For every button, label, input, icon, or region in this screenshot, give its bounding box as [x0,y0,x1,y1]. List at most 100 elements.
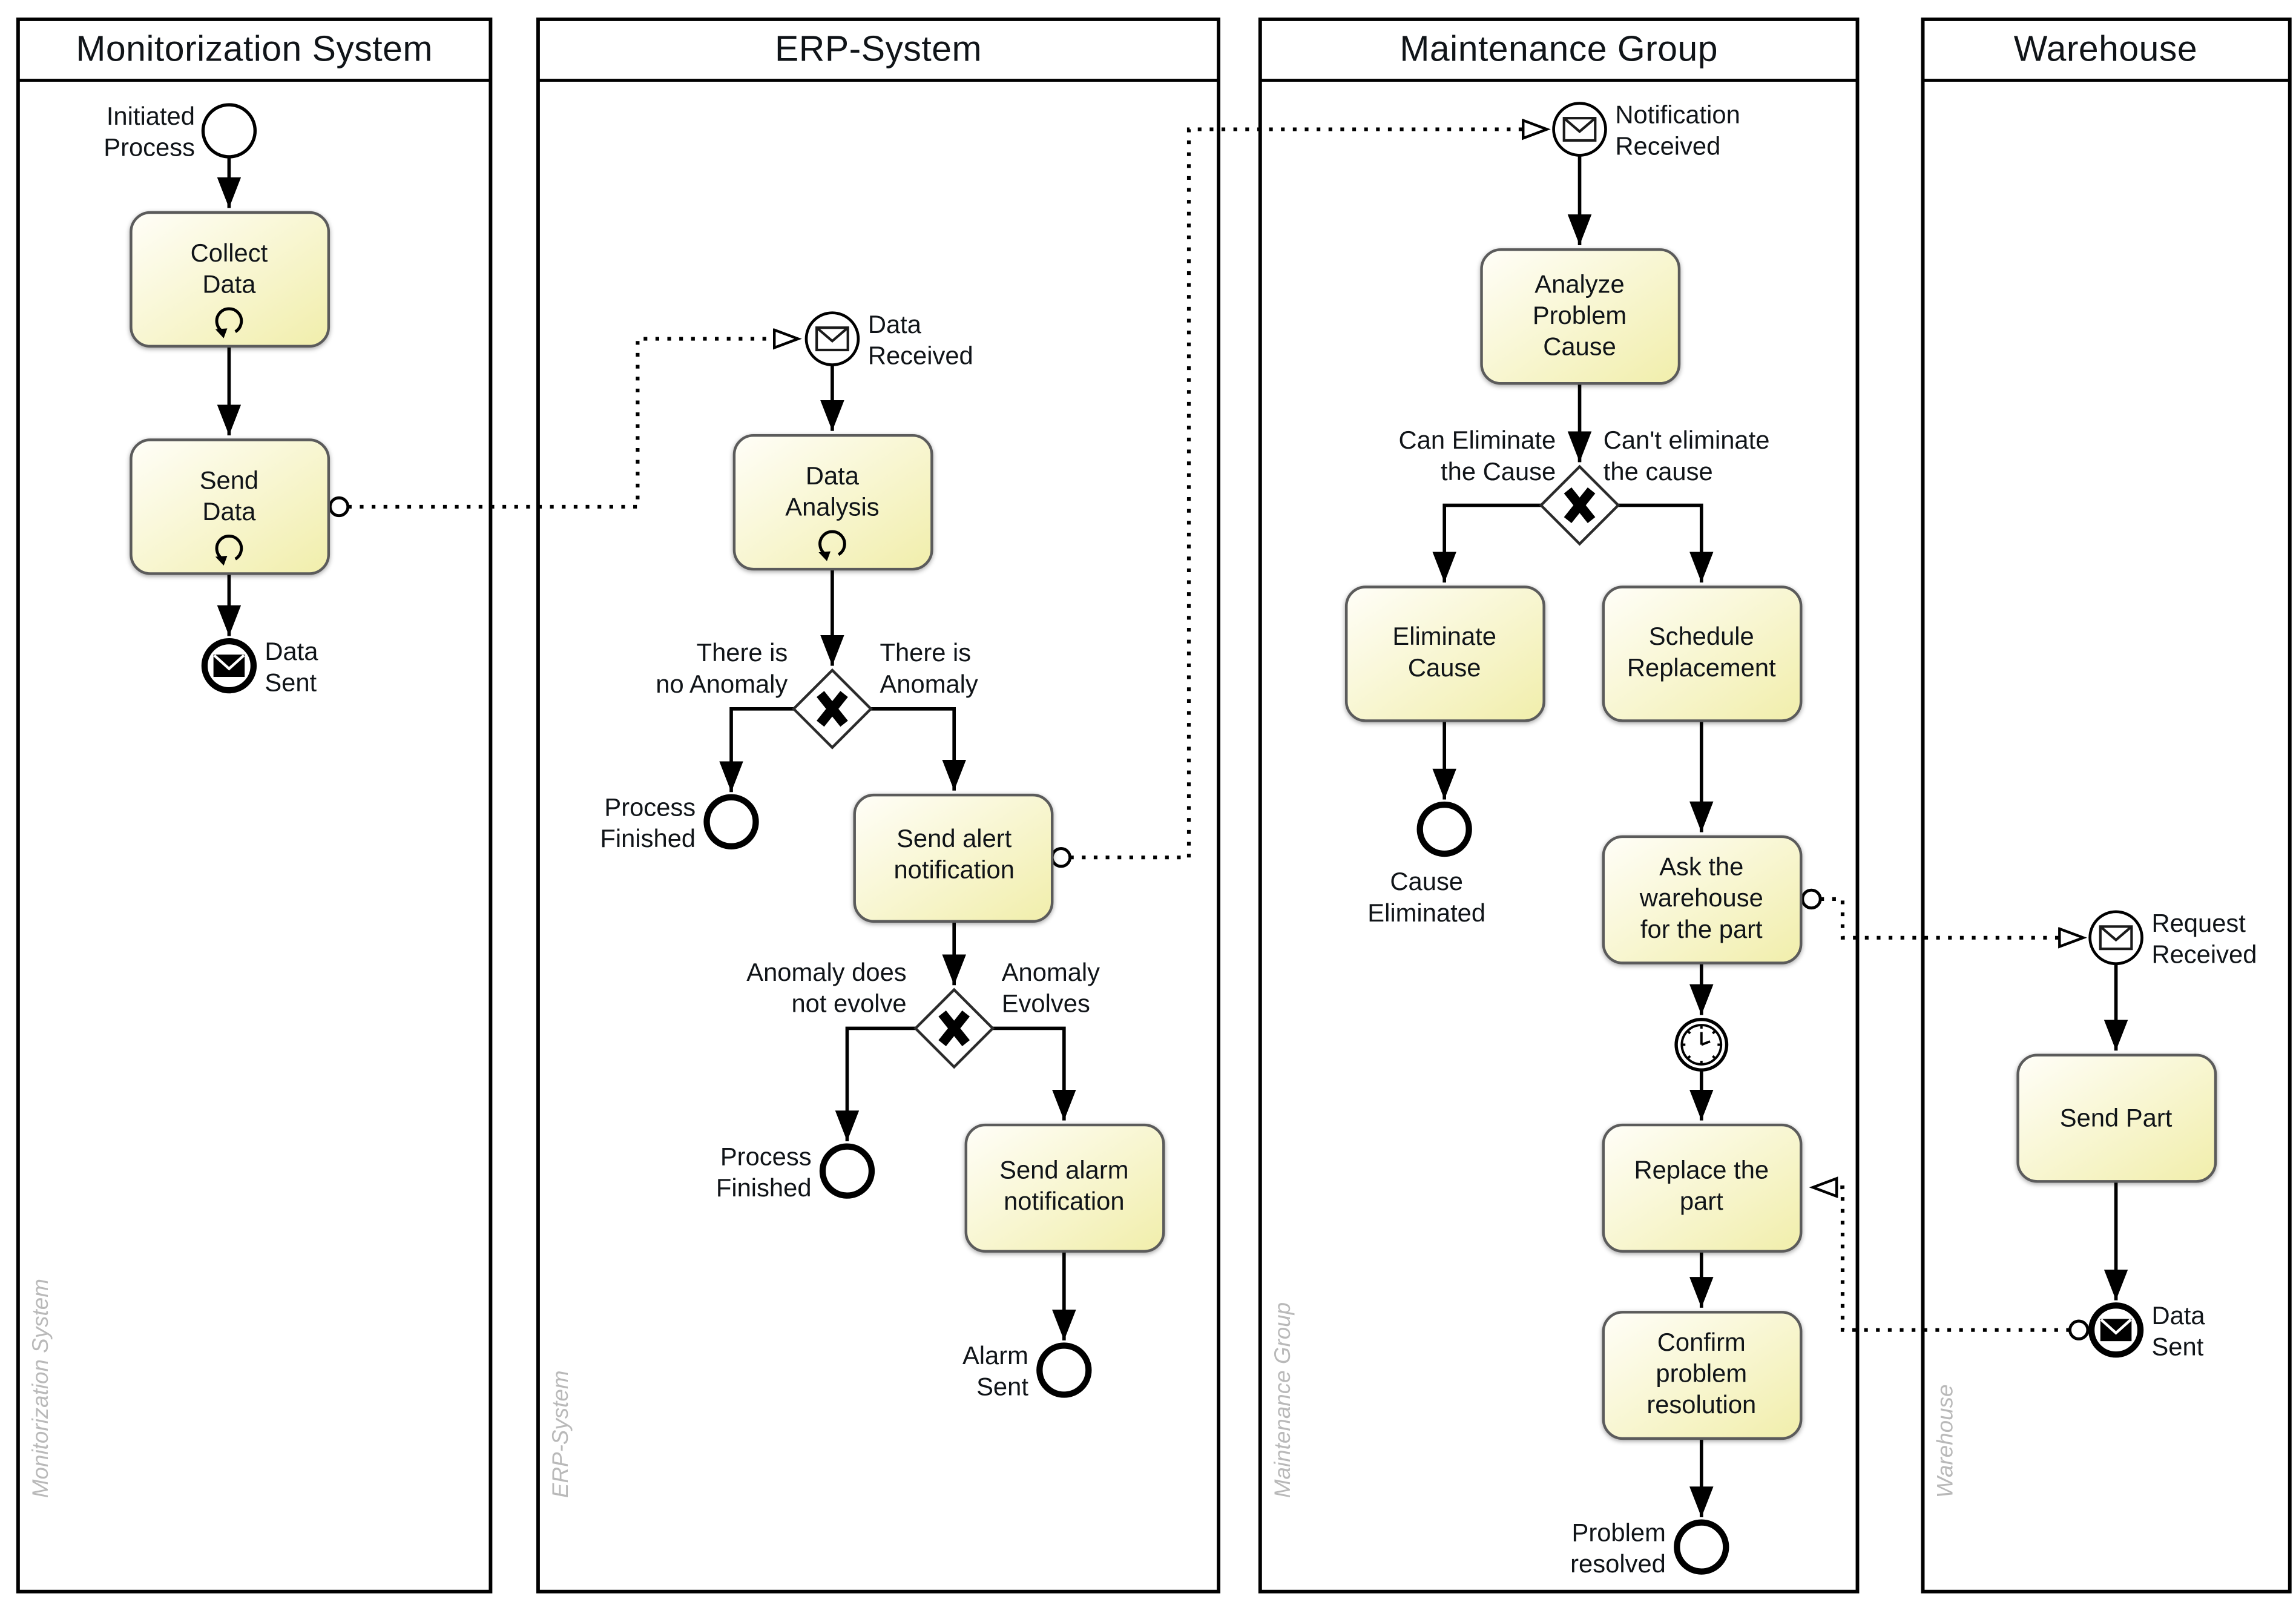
x-gateway-icon [817,691,848,727]
envelope-icon [2100,1318,2132,1342]
envelope-icon [1562,117,1597,142]
task-box [1344,585,1545,722]
lane-side-label: ERP-System [548,1370,573,1498]
x-gateway-icon [938,1010,970,1047]
envelope-icon [213,654,245,678]
message-source-dot [2068,1319,2090,1340]
task-box [1480,248,1681,385]
sequence-flows [217,156,2128,1518]
task-box [732,434,933,571]
lane-side-label: Warehouse [1933,1385,1958,1498]
pool-title: ERP-System [775,30,982,69]
message-flow-part-sent [1814,1187,2070,1332]
sequence-flow [719,707,794,793]
pool-title: Monitorization System [76,30,433,69]
task-box [1602,585,1803,722]
x-gateway-icon [1564,487,1596,524]
sequence-flow [993,1026,1076,1121]
task-box [964,1123,1165,1253]
clock-icon [1682,1026,1721,1064]
message-source-dot [328,496,350,518]
task-box [2016,1053,2217,1183]
task-box [130,438,331,575]
loop-arrow-icon [215,307,243,338]
pool-title: Maintenance Group [1400,30,1718,69]
lane-side-label: Monitorization System [28,1279,53,1498]
task-box [1602,1123,1803,1253]
envelope-icon [2099,925,2133,951]
task-box [1602,1311,1803,1440]
sequence-flow [1432,503,1541,583]
sequence-flow [835,1026,916,1142]
message-source-dot [1801,888,1822,910]
task-box [853,793,1054,923]
message-flow-send-data [347,339,797,509]
lane-side-label: Maintenance Group [1270,1302,1295,1498]
task-label: Send Part [2060,1103,2173,1132]
timer-intermediate-event [1674,1018,1729,1072]
loop-arrow-icon [215,535,243,566]
sequence-flow [1618,503,1714,583]
task-box [1602,835,1803,964]
task-box [130,211,331,348]
sequence-flow [870,707,966,791]
message-source-dot [1050,847,1072,868]
envelope-icon [815,326,849,352]
message-flow-alert [1070,130,1545,860]
loop-arrow-icon [818,530,846,561]
pool-title: Warehouse [2014,30,2197,69]
task-send-part: Send Part [2016,1053,2217,1183]
